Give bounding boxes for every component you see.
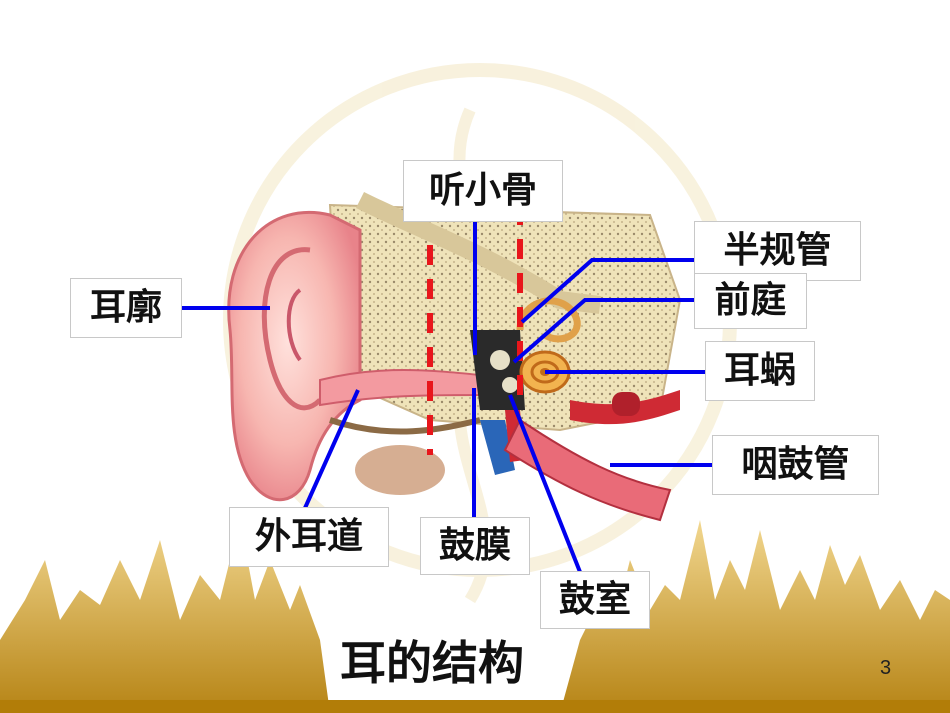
label-ossicles: 听小骨	[403, 160, 563, 222]
pointer-semicircular-canals	[520, 258, 695, 324]
pointer-vestibule	[512, 298, 695, 364]
pointer-tympanic-cavity	[508, 394, 582, 573]
pointer-lines	[178, 222, 712, 573]
ossicles-illustration	[470, 330, 525, 410]
page-number: 3	[880, 657, 892, 679]
label-eardrum: 鼓膜	[420, 517, 530, 575]
inner-ear-illustration	[516, 297, 581, 394]
auricle-illustration	[227, 210, 362, 502]
eustachian-tube-illustration	[480, 390, 680, 522]
label-eustachian-tube: 咽鼓管	[712, 435, 879, 495]
gold-spikes-decoration	[0, 520, 950, 713]
label-semicircular-canals: 半规管	[694, 221, 861, 281]
label-cochlea: 耳蜗	[705, 341, 815, 401]
label-ear-canal: 外耳道	[229, 507, 389, 567]
diagram-caption: 耳的结构	[340, 636, 524, 690]
label-auricle: 耳廓	[70, 278, 182, 338]
pointer-ear-canal	[303, 389, 360, 509]
label-vestibule: 前庭	[694, 273, 807, 329]
label-tympanic-cavity: 鼓室	[540, 571, 650, 629]
